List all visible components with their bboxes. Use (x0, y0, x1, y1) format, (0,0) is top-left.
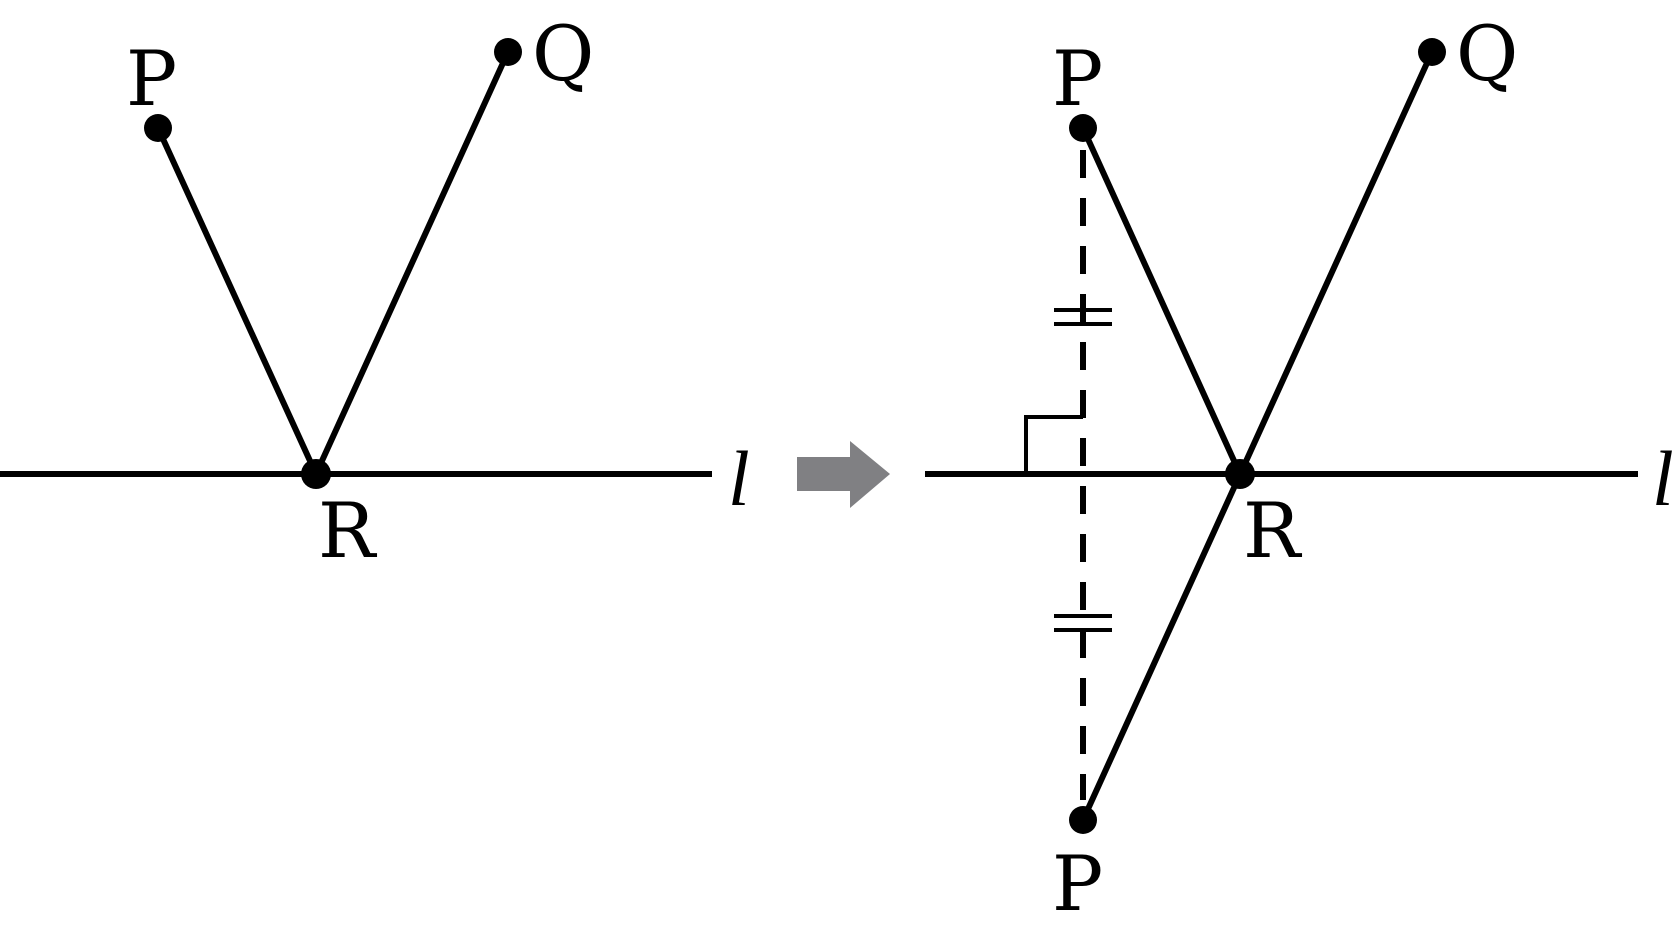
right-angle-marker (1024, 415, 1083, 474)
right-segment-qr-extended (1080, 50, 1435, 822)
right-label-r: R (1243, 486, 1303, 575)
left-point-r (301, 459, 331, 489)
left-label-l: l (728, 435, 750, 522)
right-point-p-reflected (1069, 806, 1097, 834)
right-point-p (1069, 114, 1097, 142)
transform-arrow-icon (797, 441, 890, 508)
left-label-p: P (126, 34, 177, 123)
left-point-p (144, 114, 172, 142)
left-point-q (494, 38, 522, 66)
right-point-q (1418, 38, 1446, 66)
right-panel: P Q R P l (925, 9, 1674, 928)
right-label-q: Q (1456, 9, 1518, 98)
right-point-r (1225, 459, 1255, 489)
right-segment-pr (1080, 126, 1243, 476)
equal-length-tick-lower (1054, 614, 1112, 632)
left-segment-qr (313, 50, 511, 476)
left-panel: P Q R l (0, 9, 750, 575)
equal-length-tick-upper (1054, 308, 1112, 326)
left-label-r: R (318, 486, 378, 575)
left-segment-pr (155, 126, 319, 476)
left-label-q: Q (532, 9, 594, 98)
right-label-l: l (1652, 435, 1674, 522)
right-label-p-reflected: P (1052, 839, 1103, 928)
right-label-p: P (1052, 34, 1103, 123)
